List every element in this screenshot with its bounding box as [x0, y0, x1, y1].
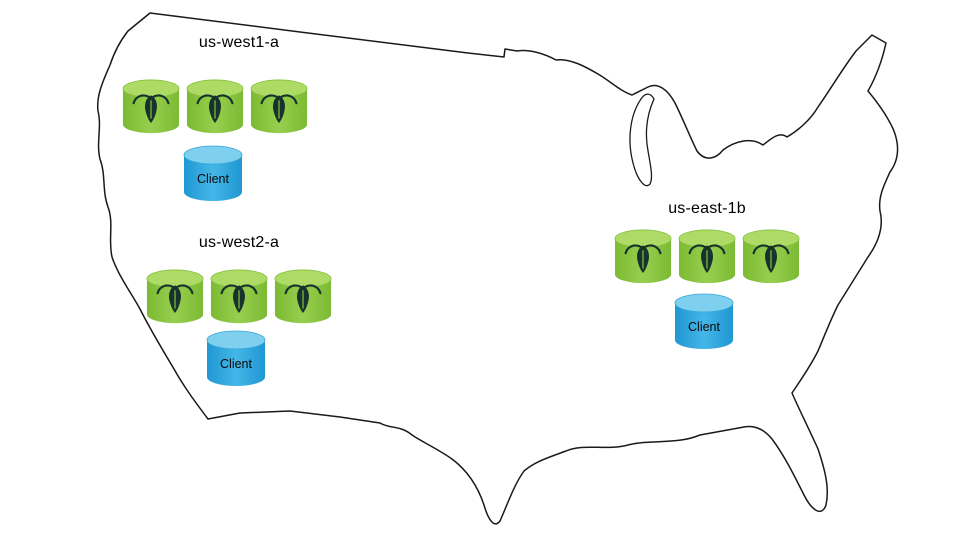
database-node-icon	[678, 228, 736, 285]
region-label: us-east-1b	[668, 200, 746, 217]
database-node-icon	[122, 78, 180, 135]
client-label: Client	[220, 357, 252, 372]
client-label: Client	[197, 172, 229, 187]
node-row	[614, 228, 800, 286]
client-node: Client	[674, 293, 734, 351]
region-label: us-west1-a	[198, 34, 280, 51]
database-node-icon	[742, 228, 800, 285]
database-node-icon	[186, 78, 244, 135]
database-node-icon	[250, 78, 308, 135]
database-node-icon	[614, 228, 672, 285]
node-row	[122, 78, 308, 136]
lake-michigan	[629, 93, 655, 187]
us-outline	[96, 12, 899, 525]
client-node: Client	[206, 330, 266, 388]
region-label: us-west2-a	[198, 234, 280, 251]
node-row	[146, 268, 332, 326]
database-node-icon	[146, 268, 204, 325]
database-node-icon	[274, 268, 332, 325]
client-node: Client	[183, 145, 243, 203]
database-node-icon	[210, 268, 268, 325]
client-label: Client	[688, 320, 720, 335]
